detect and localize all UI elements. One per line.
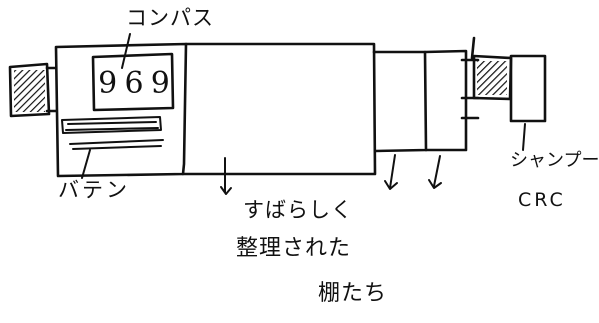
shelf-arrow-1 bbox=[384, 154, 398, 190]
shelves-caption-line-1: すばらしく bbox=[243, 198, 353, 222]
shelves-caption-line-3: 棚たち bbox=[318, 281, 388, 306]
compass-digit: 6 bbox=[124, 66, 144, 101]
shampoo-leader bbox=[522, 123, 526, 151]
compass-leader bbox=[121, 33, 131, 69]
shampoo-label: シャンプー bbox=[510, 150, 599, 171]
crc-label: CRC bbox=[518, 189, 566, 211]
left-wall-bracket bbox=[8, 62, 51, 118]
shelf-arrow-2 bbox=[428, 155, 442, 189]
small-shelves bbox=[372, 49, 468, 153]
large-shelf bbox=[181, 42, 377, 176]
right-wall-bracket bbox=[470, 36, 513, 101]
compass-digit: 9 bbox=[98, 66, 118, 101]
compass-digit: 9 bbox=[150, 66, 170, 101]
large-shelf-arrow bbox=[220, 157, 232, 195]
batten-label: バテン bbox=[58, 178, 130, 202]
shampoo-box bbox=[509, 54, 547, 123]
batten-leader bbox=[81, 149, 91, 179]
compass-panel bbox=[54, 42, 188, 178]
shelves-caption-line-2: 整理された bbox=[236, 236, 352, 261]
leader-lines bbox=[81, 33, 526, 195]
compass-digits: 9 6 9 bbox=[96, 60, 172, 108]
batten-stripes bbox=[61, 116, 164, 150]
compass-label: コンパス bbox=[126, 6, 214, 30]
